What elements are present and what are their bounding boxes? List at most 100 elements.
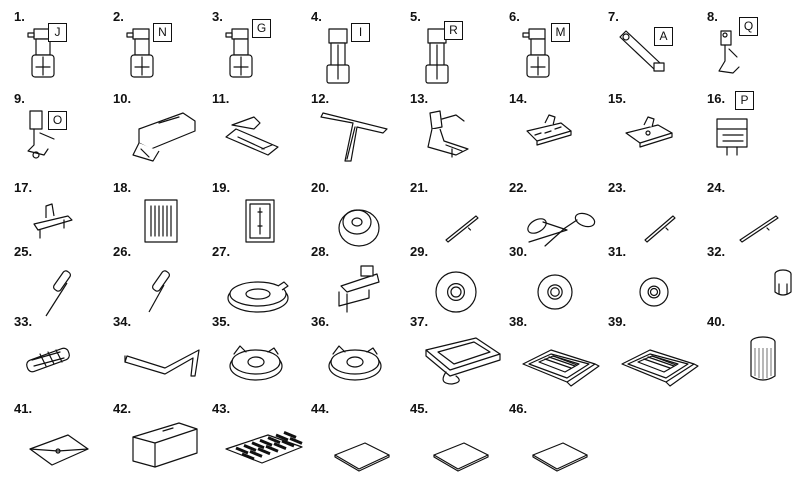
item-number: 46. — [509, 401, 528, 416]
item-number: 34. — [113, 314, 132, 329]
needle-set-icon — [119, 194, 209, 258]
accessory-item: 40. — [707, 314, 799, 392]
item-number: 24. — [707, 180, 726, 195]
accessory-item: 44. — [311, 401, 409, 479]
foot-q-icon — [713, 23, 799, 87]
item-letter-tag: Q — [739, 17, 758, 36]
item-number: 29. — [410, 244, 429, 259]
accessory-item: 32. — [707, 244, 799, 322]
accessory-item: 2. N — [113, 9, 211, 87]
accessory-item: 45. — [410, 401, 508, 479]
twin-needle-icon — [218, 194, 308, 258]
accessory-item: 38. — [509, 314, 607, 392]
screwdriver-small-icon — [119, 258, 209, 322]
item-number: 30. — [509, 244, 528, 259]
item-number: 10. — [113, 91, 132, 106]
bobbin-thread-icon — [713, 328, 799, 392]
item-letter-tag: G — [252, 19, 271, 38]
seam-ripper-icon — [416, 194, 506, 258]
embroidery-frame-medium-icon — [614, 328, 704, 392]
accessory-item: 25. — [14, 244, 112, 322]
quilting-foot-icon — [416, 105, 506, 169]
accessory-item: 31. — [608, 244, 706, 322]
accessory-item: 37. — [410, 314, 508, 392]
accessory-bag-icon — [20, 415, 110, 479]
item-number: 28. — [311, 244, 330, 259]
item-number: 32. — [707, 244, 726, 259]
item-number: 3. — [212, 9, 223, 24]
item-number: 8. — [707, 9, 718, 24]
item-number: 4. — [311, 9, 322, 24]
item-letter-tag: N — [153, 23, 172, 42]
item-number: 14. — [509, 91, 528, 106]
cleaning-brush-icon — [614, 194, 704, 258]
foot-g-icon — [218, 23, 308, 87]
quick-reference-icon — [416, 415, 506, 479]
item-number: 17. — [14, 180, 33, 195]
item-number: 31. — [608, 244, 627, 259]
accessory-item: 6. M — [509, 9, 607, 87]
item-letter-tag: M — [551, 23, 570, 42]
item-number: 9. — [14, 91, 25, 106]
disc-screwdriver-icon — [218, 258, 308, 322]
accessory-item: 16. P — [707, 91, 799, 169]
item-letter-tag: J — [48, 23, 67, 42]
foot-n-icon — [119, 23, 209, 87]
item-number: 33. — [14, 314, 33, 329]
spool-cap-medium-icon — [515, 258, 605, 322]
accessory-item: 34. — [113, 314, 211, 392]
accessory-item: 43. — [212, 401, 310, 479]
item-number: 27. — [212, 244, 231, 259]
accessory-item: 27. — [212, 244, 310, 322]
foot-controller-icon — [416, 328, 506, 392]
zigzag-foot-icon — [614, 105, 704, 169]
item-number: 5. — [410, 9, 421, 24]
stabilizer-sheet-icon — [218, 415, 308, 479]
item-letter-tag: A — [654, 27, 673, 46]
dust-cover-icon — [119, 415, 209, 479]
spool-cap-large-icon — [416, 258, 506, 322]
accessory-item: 30. — [509, 244, 607, 322]
accessory-item: 23. — [608, 180, 706, 258]
item-number: 12. — [311, 91, 330, 106]
item-number: 43. — [212, 401, 231, 416]
item-number: 38. — [509, 314, 528, 329]
item-letter-tag: P — [735, 91, 754, 110]
item-letter-tag: O — [48, 111, 67, 130]
item-number: 37. — [410, 314, 429, 329]
accessory-item: 41. — [14, 401, 112, 479]
item-number: 45. — [410, 401, 429, 416]
accessory-item: 24. — [707, 180, 799, 258]
item-number: 20. — [311, 180, 330, 195]
embroidery-frame-large-icon — [515, 328, 605, 392]
accessory-item: 26. — [113, 244, 211, 322]
accessory-item: 1. J — [14, 9, 112, 87]
accessory-item: 11. — [212, 91, 310, 169]
accessory-item: 15. — [608, 91, 706, 169]
item-number: 21. — [410, 180, 429, 195]
accessory-item: 39. — [608, 314, 706, 392]
item-number: 18. — [113, 180, 132, 195]
manual-icon — [317, 415, 407, 479]
foot-a-icon — [614, 23, 704, 87]
item-number: 1. — [14, 9, 25, 24]
accessory-item: 7. A — [608, 9, 706, 87]
item-number: 16. — [707, 91, 726, 106]
item-number: 44. — [311, 401, 330, 416]
foot-r-icon — [416, 23, 506, 87]
foot-o-icon — [20, 105, 110, 169]
foot-m-icon — [515, 23, 605, 87]
item-number: 42. — [113, 401, 132, 416]
item-number: 7. — [608, 9, 619, 24]
spool-insert-icon — [713, 258, 799, 322]
item-number: 11. — [212, 91, 230, 106]
accessory-item: 3. G — [212, 9, 310, 87]
item-letter-tag: R — [444, 21, 463, 40]
bobbin-case-alt-icon — [317, 328, 407, 392]
eyelet-punch-icon — [713, 194, 799, 258]
item-number: 22. — [509, 180, 528, 195]
accessory-item: 17. — [14, 180, 112, 258]
accessory-item: 8. Q — [707, 9, 799, 87]
screwdriver-large-icon — [20, 258, 110, 322]
item-number: 15. — [608, 91, 627, 106]
